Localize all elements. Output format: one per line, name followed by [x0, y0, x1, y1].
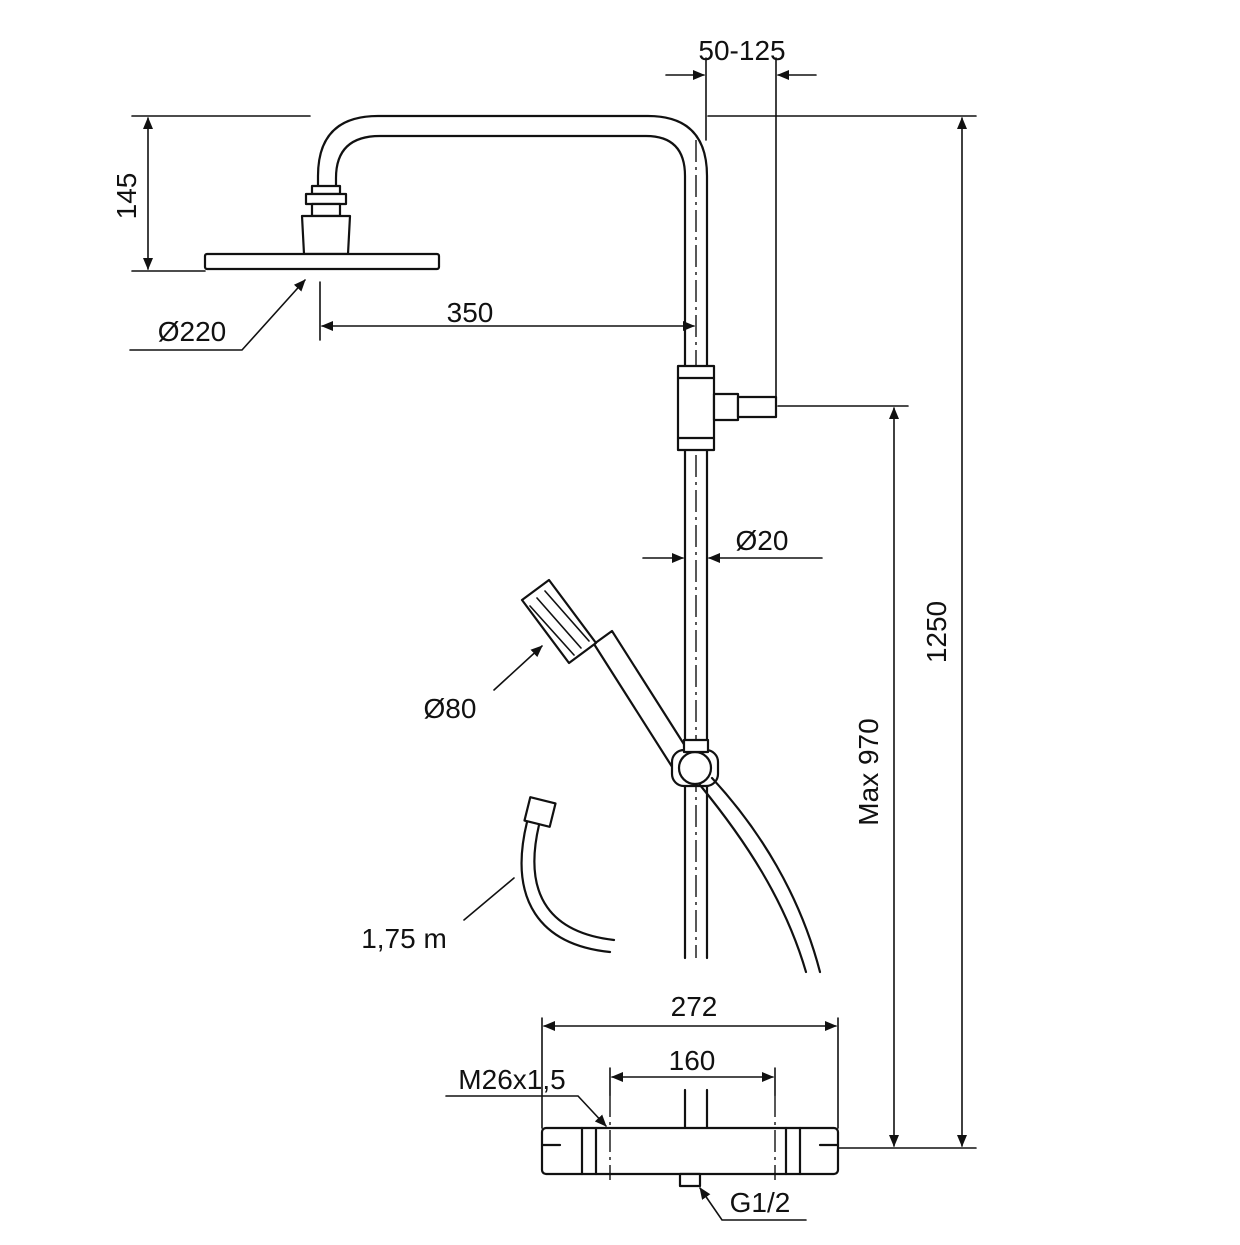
- thermostatic-mixer: [540, 1088, 840, 1188]
- label-outlet-thread: G1/2: [730, 1187, 791, 1218]
- label-wall-offset: 50-125: [698, 35, 785, 66]
- dimension-mixer-width: 272: [541, 991, 839, 1129]
- overhead-arm: [316, 114, 709, 368]
- label-arm-drop: 145: [111, 173, 142, 220]
- dimension-arm-drop: 145: [111, 115, 311, 272]
- label-mixer-width: 272: [671, 991, 718, 1022]
- label-max-height: Max 970: [853, 718, 884, 825]
- label-thread: M26x1,5: [458, 1064, 565, 1095]
- dimension-outlet-thread: G1/2: [699, 1187, 807, 1221]
- dimension-inlet-spacing: 160: [609, 1045, 776, 1096]
- label-inlet-spacing: 160: [669, 1045, 716, 1076]
- head-shower: [203, 184, 441, 271]
- hand-shower-holder: [670, 738, 720, 788]
- label-rail-diameter: Ø20: [736, 525, 789, 556]
- shower-hose: [698, 776, 822, 974]
- riser-rail: [683, 140, 709, 960]
- dimension-hose-length: 1,75 m: [361, 877, 515, 954]
- hose-detail: [520, 796, 616, 954]
- dimension-thread: M26x1,5: [445, 1064, 607, 1127]
- label-head-diameter: Ø220: [158, 316, 227, 347]
- label-hose-length: 1,75 m: [361, 923, 447, 954]
- label-handshower-diameter: Ø80: [424, 693, 477, 724]
- dimension-head-diameter: Ø220: [129, 279, 306, 351]
- wall-bracket: [676, 364, 778, 452]
- dimension-total-height: 1250: [707, 115, 977, 1149]
- dimension-wall-offset: 50-125: [665, 35, 817, 398]
- label-arm-reach: 350: [447, 297, 494, 328]
- dimension-max-height: Max 970: [777, 405, 909, 1147]
- dimension-rail-diameter: Ø20: [642, 525, 823, 563]
- dimension-handshower-diameter: Ø80: [424, 645, 543, 724]
- hand-shower: [520, 578, 696, 775]
- label-total-height: 1250: [921, 601, 952, 663]
- dimension-arm-reach: 350: [319, 281, 695, 341]
